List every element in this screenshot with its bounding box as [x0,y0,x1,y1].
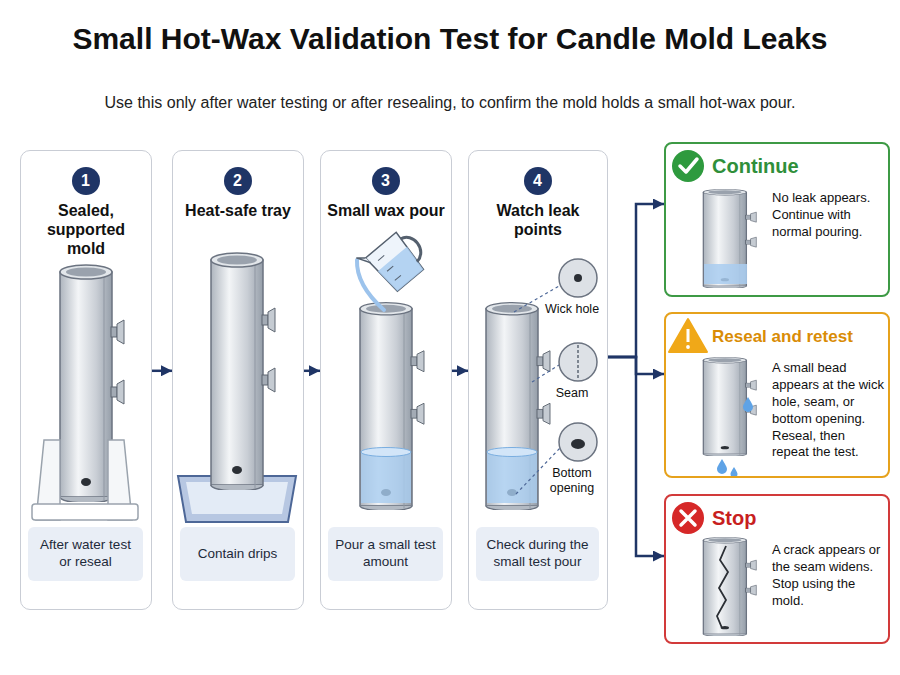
title-row: Small Hot-Wax Validation Test for Candle… [0,22,900,56]
detail-circle-part [571,439,585,449]
caption: Use this only after water testing or aft… [105,94,796,112]
outcome-molds-part [743,397,753,412]
detail-circle-part [577,345,579,379]
detail-circle [559,259,597,461]
mold-small-pour-part [361,452,411,503]
outcome-icons-part [681,511,695,525]
outcome-molds-part [703,357,756,456]
note-text: Check during the small test pour [482,537,593,571]
measuring-pitcher-part [399,232,426,261]
detail-circle-part [574,274,582,282]
leader-line [514,285,561,494]
mold-small-pour-part [361,448,411,457]
outcome-molds-part [717,546,728,628]
mold-small-pour-part [360,303,424,511]
step-number-text: 2 [224,167,252,195]
title: Small Hot-Wax Validation Test for Candle… [72,22,827,56]
detail-circle-part [559,343,597,381]
mold-leak-points-part [486,303,550,511]
step-heading: Sealed, supported mold [27,201,145,259]
measuring-pitcher-part [378,247,425,293]
callout-label: Bottom opening [538,466,606,496]
flow-arrow [152,370,172,373]
callout-label: Seam [538,386,606,401]
step-panel: Watch leak points 4Check during the small… [468,150,608,610]
outcome-box: Reseal and retest A small bead appears at… [664,312,890,478]
outcome-box: Continue No leak appears. Continue with n… [664,142,890,297]
outcome-icons-part [680,159,697,172]
mold-on-stand-part [32,504,138,520]
outcome-molds-part [717,459,727,474]
outcome-box: Stop A crack appears or the seam widens. … [664,494,890,644]
measuring-pitcher-part [387,266,393,271]
mold-in-tray-part [211,253,275,491]
outcome-title: Stop [712,507,756,530]
outcome-icons-part [672,502,704,534]
outcome-icons-part [672,150,704,182]
step-number: 2 [224,167,252,195]
detail-circle-part [559,259,597,297]
step-note: Contain drips [180,527,295,581]
measuring-pitcher-part [366,232,426,293]
step-note: Pour a small test amount [328,527,443,581]
outcome-molds [703,189,756,636]
outcome-molds-part [704,264,747,284]
step-note: Check during the small test pour [476,527,599,581]
step-heading: Watch leak points [475,201,601,239]
step-heading: Small wax pour [327,201,445,220]
flow-arrow [608,357,664,556]
step-number-text: 1 [72,167,100,195]
mold-leak-points-part [487,452,537,503]
note-text: Contain drips [198,546,278,563]
callout-label: Wick hole [538,302,606,317]
mold-on-stand [32,265,138,520]
outcome-icons-part [669,319,707,352]
measuring-pitcher-part [395,275,401,280]
step-number: 4 [524,167,552,195]
outcome-body: A small bead appears at the wick hole, s… [772,360,884,461]
flow-arrow [304,370,320,373]
outcome-body: No leak appears. Continue with normal po… [772,190,884,241]
outcome-molds-part [703,537,756,636]
mold-leak-points-part [487,448,537,457]
mold-small-pour [356,222,433,511]
step-number: 3 [372,167,400,195]
flow-arrow [452,370,468,373]
step-number-text: 3 [372,167,400,195]
outcome-icons-part [687,329,690,342]
note-text: Pour a small test amount [334,537,437,571]
measuring-pitcher-part [378,255,384,260]
step-note: After water test or reseal [28,527,143,581]
measuring-pitcher-part [356,253,370,268]
leader-line-part [532,365,559,382]
step-number-text: 4 [524,167,552,195]
flow-arrow [608,204,664,357]
step-panel: Small wax pour 3Pour a small test amount [320,150,452,610]
outcome-icons-part [686,345,690,349]
outcome-title: Continue [712,155,799,178]
step-panel: Sealed, supported mold 1After water test … [20,150,152,610]
step-number: 1 [72,167,100,195]
outcome-molds-part [703,189,756,288]
step-panel: Heat-safe tray 2Contain drips [172,150,304,610]
caption-row: Use this only after water testing or aft… [0,94,900,112]
outcome-title: Reseal and retest [712,327,853,347]
measuring-pitcher [356,222,433,298]
note-text: After water test or reseal [34,537,137,571]
mold-in-tray [178,253,296,522]
outcome-body: A crack appears or the seam widens. Stop… [772,542,884,610]
detail-circle-part [559,423,597,461]
step-heading: Heat-safe tray [179,201,297,220]
